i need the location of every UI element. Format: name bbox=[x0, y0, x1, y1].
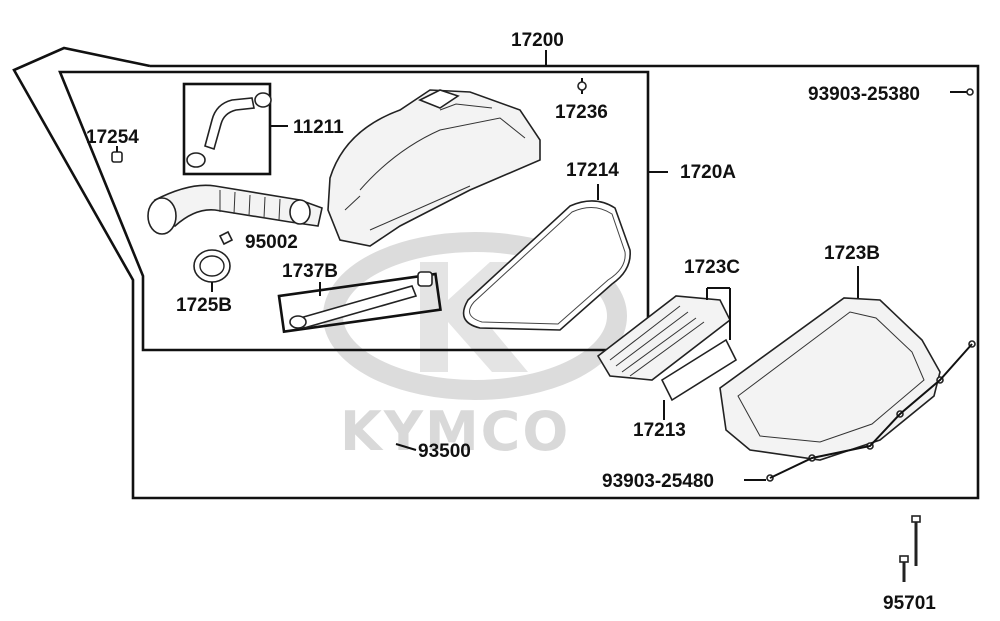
air-box-cover-1723B bbox=[719, 266, 941, 461]
drain-tube-box-1737B bbox=[277, 272, 442, 334]
clamp-1725B bbox=[193, 249, 231, 292]
assembly-frame bbox=[12, 46, 980, 500]
label-1723B: 1723B bbox=[824, 243, 880, 264]
subassembly-frame-1720A bbox=[58, 70, 650, 352]
label-93903-25380: 93903-25380 bbox=[808, 84, 920, 105]
label-17254: 17254 bbox=[86, 127, 139, 148]
kymco-watermark: KYMCO bbox=[323, 232, 627, 463]
filter-sponge-17213 bbox=[660, 338, 738, 420]
label-1723C: 1723C bbox=[684, 257, 740, 278]
bolts-95701 bbox=[899, 515, 921, 582]
label-95002: 95002 bbox=[245, 232, 298, 253]
label-17236: 17236 bbox=[555, 102, 608, 123]
filter-element-1723C bbox=[596, 287, 732, 381]
breather-hose-11211 bbox=[186, 92, 272, 168]
label-93500: 93500 bbox=[418, 441, 471, 462]
watermark-brand-text: KYMCO bbox=[340, 400, 570, 463]
air-box-housing bbox=[327, 89, 541, 247]
label-93903-25480: 93903-25480 bbox=[602, 471, 714, 492]
pin-93500 bbox=[395, 443, 417, 451]
label-11211: 11211 bbox=[293, 117, 344, 138]
label-17214: 17214 bbox=[566, 160, 619, 181]
fitting-17254 bbox=[111, 146, 123, 163]
drain-tube-1737B bbox=[289, 271, 433, 329]
label-17200: 17200 bbox=[511, 30, 564, 51]
label-17213: 17213 bbox=[633, 420, 686, 441]
label-1737B: 1737B bbox=[282, 261, 338, 282]
intake-duct bbox=[147, 184, 323, 235]
label-1720A: 1720A bbox=[680, 162, 736, 183]
screw-93903-25380 bbox=[950, 88, 974, 96]
label-1725B: 1725B bbox=[176, 295, 232, 316]
gasket-17214 bbox=[462, 184, 631, 331]
screw-17236 bbox=[577, 78, 587, 94]
screws-93903-25480 bbox=[744, 340, 976, 482]
label-95701: 95701 bbox=[883, 593, 936, 614]
clip-95002 bbox=[218, 230, 234, 246]
hose-box-11211 bbox=[182, 82, 272, 176]
